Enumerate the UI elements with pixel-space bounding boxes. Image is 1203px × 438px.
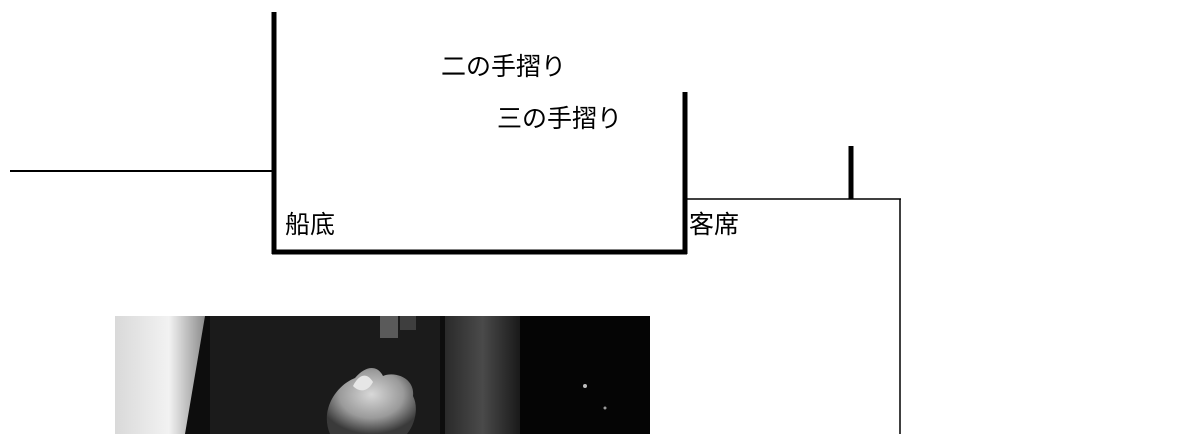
puppet-photo <box>115 316 650 434</box>
audience-label: 客席 <box>689 210 740 239</box>
third-rail-label: 三の手摺り <box>497 104 623 133</box>
puppet-photo-image <box>115 316 650 434</box>
stage-floor-label: 船底 <box>285 210 336 239</box>
second-rail-label: 二の手摺り <box>441 52 567 81</box>
